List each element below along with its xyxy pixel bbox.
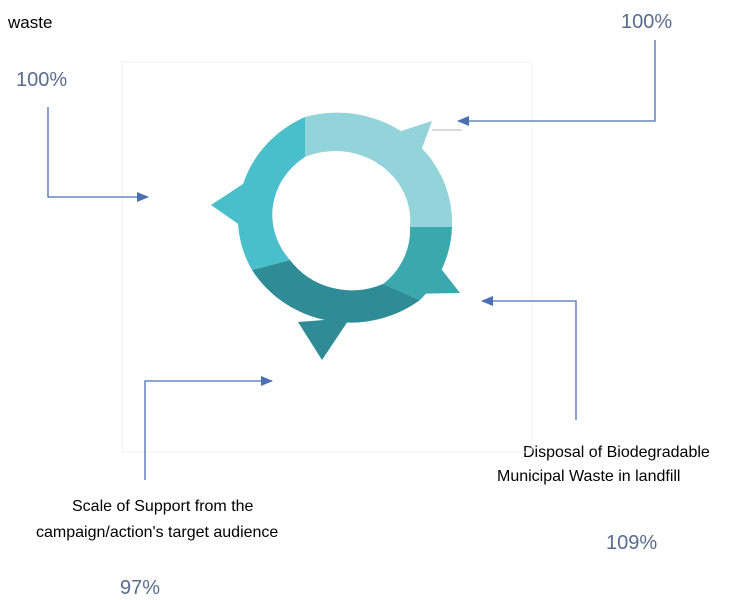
segment-top-right: [305, 112, 453, 227]
connector-top-right: [457, 40, 656, 126]
segment-bottom: [252, 260, 420, 323]
pointer-bottom: [298, 318, 350, 360]
label-top-left-partial: waste: [8, 13, 53, 32]
segment-left: [237, 117, 305, 270]
pointer-right: [408, 252, 460, 294]
connector-bottom-left: [144, 376, 273, 480]
connector-bottom-right: [481, 296, 577, 420]
label-bottom-right-line2: Municipal Waste in landfill: [497, 468, 681, 485]
label-bottom-left-line2: campaign/action's target audience: [36, 524, 279, 541]
label-bottom-right-line1: Disposal of Biodegradable: [523, 444, 710, 461]
percent-bottom-right: 109%: [606, 532, 658, 554]
connector-top-left: [47, 107, 149, 202]
label-bottom-left-line1: Scale of Support from the: [72, 498, 254, 515]
percent-bottom-left: 97%: [120, 577, 161, 599]
pointer-left: [211, 182, 246, 228]
ring: [211, 112, 460, 360]
connectors: [47, 40, 656, 480]
image-frame: [121, 61, 533, 453]
percent-top-right: 100%: [621, 11, 673, 33]
pointer-top-right: [392, 121, 432, 170]
percent-top-left: 100%: [16, 69, 68, 91]
